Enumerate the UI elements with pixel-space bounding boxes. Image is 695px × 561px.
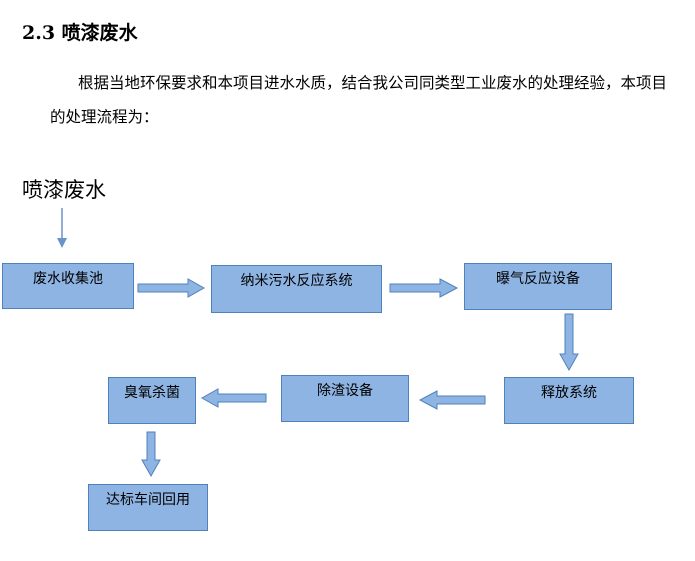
step-collection-tank: 废水收集池 — [2, 263, 134, 309]
step-nano-reaction-system: 纳米污水反应系统 — [211, 265, 382, 313]
intro-text: 根据当地环保要求和本项目进水水质，结合我公司同类型工业废水的处理经验，本项目的处… — [50, 74, 668, 126]
arrow-release-to-slag — [418, 390, 486, 410]
step-release-system: 释放系统 — [504, 377, 634, 424]
arrow-tank-to-nano — [137, 278, 206, 298]
intro-paragraph: 根据当地环保要求和本项目进水水质，结合我公司同类型工业废水的处理经验，本项目的处… — [50, 66, 680, 134]
section-heading: 2.3 喷漆废水 — [22, 22, 138, 44]
arrow-slag-to-ozone — [200, 388, 267, 408]
arrow-source-to-tank — [57, 208, 67, 248]
source-label: 喷漆废水 — [22, 178, 106, 202]
arrow-aeration-to-release — [559, 313, 579, 372]
step-slag-removal: 除渣设备 — [281, 375, 409, 422]
step-ozone-sterilization: 臭氧杀菌 — [108, 377, 196, 424]
step-reuse: 达标车间回用 — [88, 484, 208, 531]
step-aeration-equipment: 曝气反应设备 — [464, 263, 612, 310]
arrow-ozone-to-reuse — [141, 431, 161, 478]
arrow-nano-to-aeration — [389, 278, 459, 298]
